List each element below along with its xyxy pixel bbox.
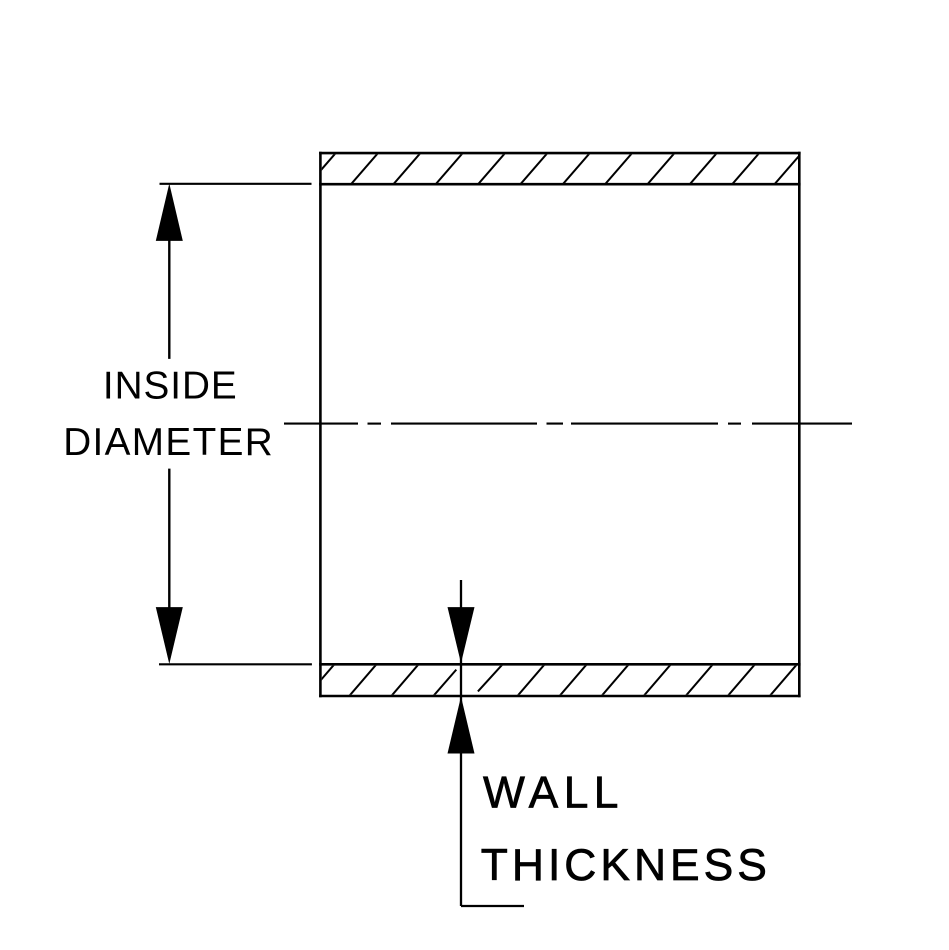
svg-text:THICKNESS: THICKNESS (481, 841, 767, 890)
svg-text:INSIDE: INSIDE (103, 365, 237, 408)
svg-text:WALL: WALL (483, 769, 619, 818)
svg-text:DIAMETER: DIAMETER (63, 421, 273, 464)
